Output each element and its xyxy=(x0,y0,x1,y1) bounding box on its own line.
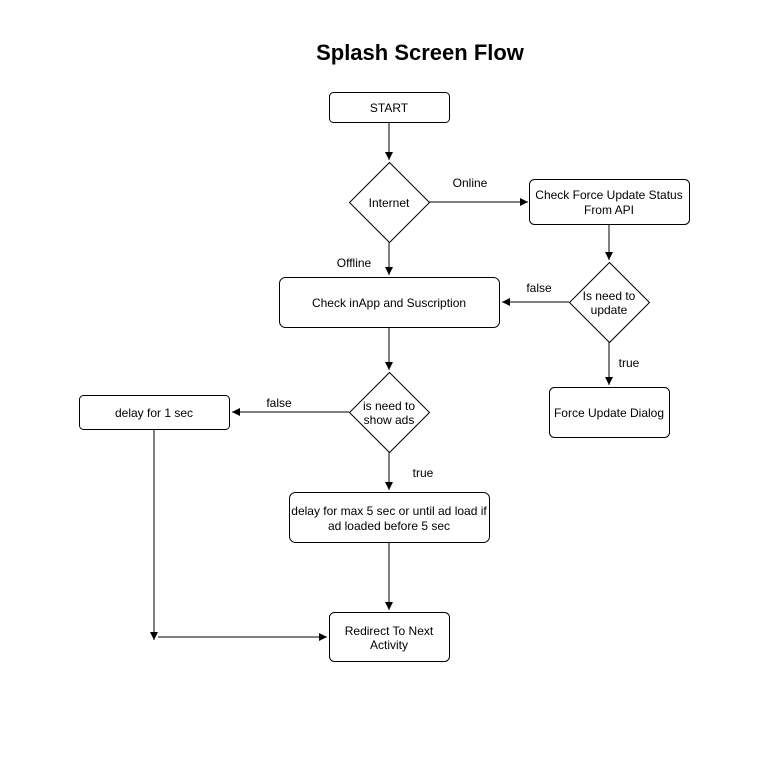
redirect-label-line-1: Redirect To Next xyxy=(345,624,434,638)
start-box xyxy=(329,92,450,123)
node-delay-1-sec: delay for 1 sec xyxy=(79,395,230,430)
is-need-to-show-ads-decision xyxy=(348,371,431,454)
is-need-to-show-ads-label-line-2: show ads xyxy=(364,413,415,427)
edges xyxy=(150,122,613,641)
internet-label: Internet xyxy=(369,196,410,210)
edge-label-ads-false: false xyxy=(266,396,292,410)
node-force-update-dialog: Force Update Dialog xyxy=(549,387,670,438)
node-delay-max-5-sec: delay for max 5 sec or until ad load if … xyxy=(289,492,490,543)
check-force-update-box xyxy=(529,179,690,225)
edge-label-online: Online xyxy=(453,176,488,190)
is-need-to-update-label-line-1: Is need to xyxy=(583,289,636,303)
redirect-label-line-2: Activity xyxy=(370,638,408,652)
edge-label-offline: Offline xyxy=(337,256,372,270)
internet-decision xyxy=(348,161,431,244)
start-label: START xyxy=(370,101,409,115)
is-need-to-show-ads-label-line-1: is need to xyxy=(363,399,415,413)
check-force-update-label-line-1: Check Force Update Status xyxy=(535,188,682,202)
edge-label-update-false: false xyxy=(526,281,552,295)
check-inapp-label: Check inApp and Suscription xyxy=(312,296,466,310)
delay-max-5-sec-label-line-1: delay for max 5 sec or until ad load if xyxy=(291,504,487,518)
node-is-need-to-show-ads: is need to show ads xyxy=(348,371,431,454)
force-update-dialog-box xyxy=(549,387,670,438)
edge-label-update-true: true xyxy=(619,356,640,370)
node-is-need-to-update: Is need to update xyxy=(568,261,651,344)
is-need-to-update-decision xyxy=(568,261,651,344)
node-start: START xyxy=(329,92,450,123)
redirect-box xyxy=(329,612,450,662)
node-redirect: Redirect To Next Activity xyxy=(329,612,450,662)
is-need-to-update-label-line-2: update xyxy=(591,303,628,317)
node-internet: Internet xyxy=(348,161,431,244)
diagram-title: Splash Screen Flow xyxy=(316,40,525,65)
delay-1-sec-label: delay for 1 sec xyxy=(115,406,193,420)
check-force-update-label-line-2: From API xyxy=(584,203,634,217)
edge-label-ads-true: true xyxy=(413,466,434,480)
force-update-dialog-label: Force Update Dialog xyxy=(554,406,664,420)
delay-1-sec-box xyxy=(79,395,230,430)
check-inapp-box xyxy=(279,277,500,328)
edge-labels: Online Offline false true false true xyxy=(266,176,639,480)
delay-max-5-sec-label-line-2: ad loaded before 5 sec xyxy=(328,519,450,533)
node-check-force-update: Check Force Update Status From API xyxy=(529,179,690,225)
delay-max-5-sec-box xyxy=(289,492,490,543)
node-check-inapp: Check inApp and Suscription xyxy=(279,277,500,328)
